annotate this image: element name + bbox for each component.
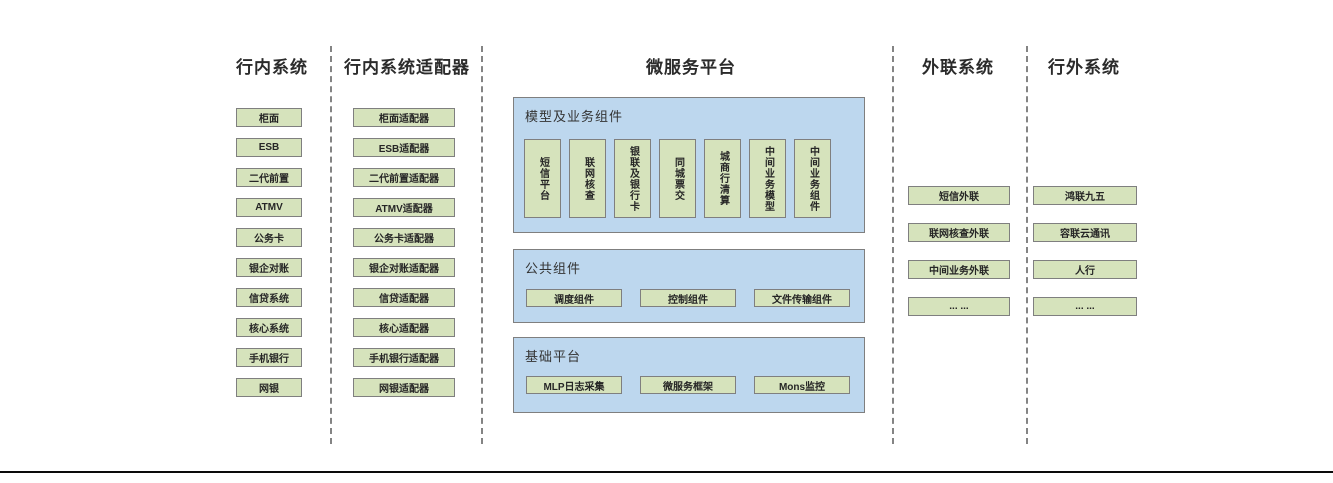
- base-platform-list: MLP日志采集微服务框架 Mons监控: [526, 376, 850, 394]
- adapter-box: 公务卡适配器: [353, 228, 455, 247]
- panel-common-components: 公共组件 调度组件控制组件文件传输组件: [513, 249, 865, 323]
- adapter-box: 网银适配器: [353, 378, 455, 397]
- component-box: 短信平台: [524, 139, 561, 218]
- system-box: ATMV: [236, 198, 302, 217]
- system-box: 核心系统: [236, 318, 302, 337]
- component-box: 城商行清算: [704, 139, 741, 218]
- system-box: 柜面: [236, 108, 302, 127]
- system-box: 公务卡: [236, 228, 302, 247]
- panel-label: 公共组件: [525, 261, 582, 276]
- divider-line: [892, 46, 894, 444]
- system-box: ... ...: [1033, 297, 1137, 316]
- adapter-box: ATMV适配器: [353, 198, 455, 217]
- column-title-outreach: 外联系统: [922, 58, 994, 77]
- outreach-systems-list: 短信外联联网核查外联中间业务外联 ... ...: [908, 186, 1010, 316]
- adapter-box: 核心适配器: [353, 318, 455, 337]
- adapter-box: 手机银行适配器: [353, 348, 455, 367]
- panel-base-platform: 基础平台 MLP日志采集微服务框架 Mons监控: [513, 337, 865, 413]
- adapter-box: 柜面适配器: [353, 108, 455, 127]
- external-systems-list: 鸿联九五容联云通讯人行 ... ...: [1033, 186, 1137, 316]
- system-box: ESB: [236, 138, 302, 157]
- adapter-systems-list: 柜面适配器 ESB适配器二代前置适配器 ATMV适配器公务卡适配器银企对账适配器信贷…: [353, 108, 455, 397]
- internal-systems-list: 柜面 ESB 二代前置 ATMV 公务卡银企对账信贷系统核心系统手机银行网银: [236, 108, 302, 397]
- component-box: Mons监控: [754, 376, 850, 394]
- component-box: 微服务框架: [640, 376, 736, 394]
- component-box: 文件传输组件: [754, 289, 850, 307]
- column-title-platform: 微服务平台: [646, 58, 736, 77]
- system-box: 中间业务外联: [908, 260, 1010, 279]
- bottom-rule: [0, 471, 1333, 473]
- divider-line: [1026, 46, 1028, 444]
- component-box: 控制组件: [640, 289, 736, 307]
- adapter-box: ESB适配器: [353, 138, 455, 157]
- system-box: 手机银行: [236, 348, 302, 367]
- component-box: 调度组件: [526, 289, 622, 307]
- system-box: 银企对账: [236, 258, 302, 277]
- component-box: 银联及银行卡: [614, 139, 651, 218]
- system-box: 人行: [1033, 260, 1137, 279]
- column-title-external: 行外系统: [1048, 58, 1120, 77]
- system-box: 网银: [236, 378, 302, 397]
- adapter-box: 银企对账适配器: [353, 258, 455, 277]
- system-box: 容联云通讯: [1033, 223, 1137, 242]
- system-box: 信贷系统: [236, 288, 302, 307]
- system-box: 联网核查外联: [908, 223, 1010, 242]
- column-title-adapters: 行内系统适配器: [344, 58, 470, 77]
- divider-line: [330, 46, 332, 444]
- panel-model-business-components: 模型及业务组件 短信平台联网核查银联及银行卡同城票交城商行清算中间业务模型中间业…: [513, 97, 865, 233]
- divider-line: [481, 46, 483, 444]
- system-box: 鸿联九五: [1033, 186, 1137, 205]
- system-box: ... ...: [908, 297, 1010, 316]
- adapter-box: 二代前置适配器: [353, 168, 455, 187]
- system-box: 短信外联: [908, 186, 1010, 205]
- component-box: 中间业务组件: [794, 139, 831, 218]
- component-box: 联网核查: [569, 139, 606, 218]
- adapter-box: 信贷适配器: [353, 288, 455, 307]
- component-box: 中间业务模型: [749, 139, 786, 218]
- common-components-list: 调度组件控制组件文件传输组件: [526, 289, 850, 307]
- system-box: 二代前置: [236, 168, 302, 187]
- column-title-internal: 行内系统: [236, 58, 308, 77]
- model-components-list: 短信平台联网核查银联及银行卡同城票交城商行清算中间业务模型中间业务组件: [524, 139, 831, 218]
- component-box: 同城票交: [659, 139, 696, 218]
- panel-label: 基础平台: [525, 349, 582, 364]
- panel-label: 模型及业务组件: [525, 109, 624, 124]
- component-box: MLP日志采集: [526, 376, 622, 394]
